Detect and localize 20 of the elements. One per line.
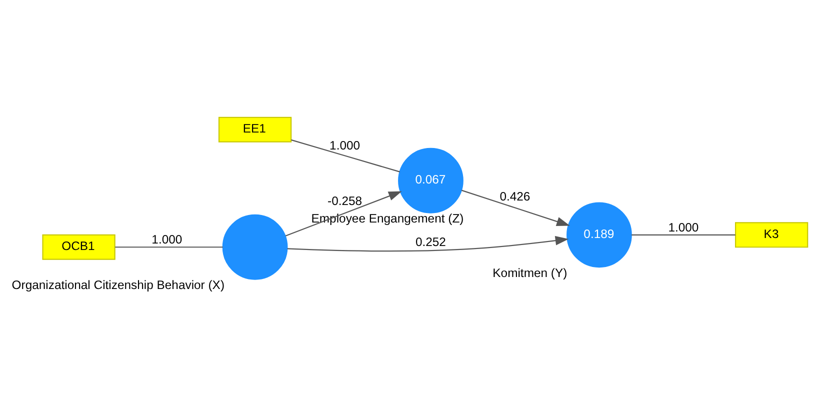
connector bbox=[115, 246, 223, 248]
node-circle bbox=[222, 214, 288, 280]
connector bbox=[291, 139, 400, 172]
connector bbox=[632, 234, 736, 236]
node-circle: 0.067 bbox=[398, 148, 464, 214]
node-label: Komitmen (Y) bbox=[492, 266, 568, 280]
edge-label: -0.258 bbox=[328, 194, 362, 208]
edge-label: 0.252 bbox=[415, 234, 446, 249]
edge-label: 1.000 bbox=[152, 232, 182, 247]
node-box: EE1 bbox=[218, 116, 292, 142]
node-box: K3 bbox=[735, 222, 808, 248]
edge-label: 1.000 bbox=[330, 138, 360, 152]
node-label: Organizational Citizenship Behavior (X) bbox=[12, 278, 225, 292]
edge-label: 1.000 bbox=[668, 220, 699, 234]
node-box: OCB1 bbox=[42, 234, 116, 260]
arrow bbox=[461, 190, 570, 226]
node-circle: 0.189 bbox=[566, 202, 632, 268]
arrow bbox=[287, 236, 569, 252]
arrow bbox=[285, 191, 402, 236]
edge-label: 0.426 bbox=[500, 189, 530, 204]
